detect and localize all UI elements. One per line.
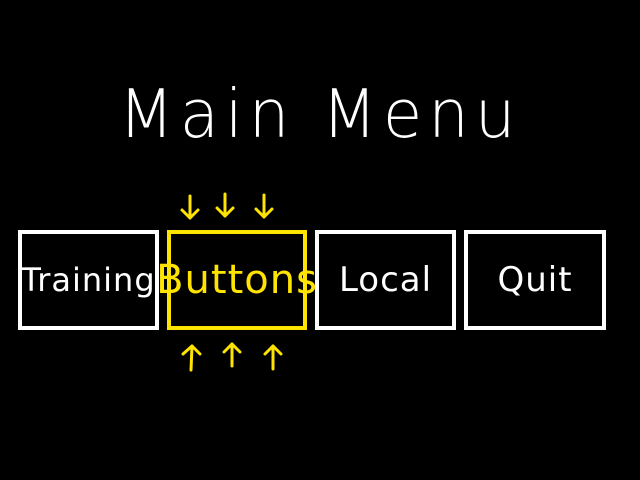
up-arrow-icon [181,344,202,372]
selection-arrows-top [167,190,307,230]
selection-arrows-bottom [167,334,307,374]
menu-button-local[interactable]: Local [315,230,456,330]
up-arrow-icon [222,342,242,368]
up-arrow-icon [263,344,283,371]
page-title: Main Menu [118,76,522,154]
menu-button-training[interactable]: Training [18,230,159,330]
menu-button-label: Quit [497,260,573,300]
down-arrow-icon [180,194,200,220]
menu-button-quit[interactable]: Quit [464,230,606,330]
menu-button-label: Local [338,260,433,300]
down-arrow-icon [254,193,274,219]
menu-button-label: Buttons [156,257,318,303]
down-arrow-icon [215,192,235,218]
menu-button-buttons[interactable]: Buttons [156,230,317,330]
menu-button-label: Training [21,261,156,299]
